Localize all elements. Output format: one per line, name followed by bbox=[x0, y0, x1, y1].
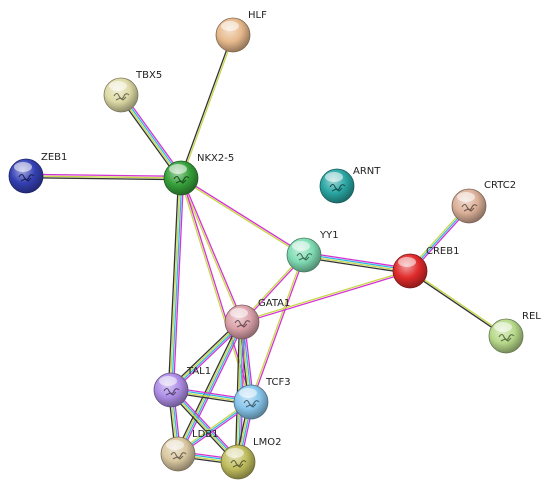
node-label: TCF3 bbox=[265, 377, 291, 388]
node-label: NKX2-5 bbox=[197, 153, 234, 164]
node-gata1[interactable]: GATA1 bbox=[224, 298, 290, 340]
edge-line-experimental bbox=[242, 271, 411, 324]
edge-gata1-ldb1[interactable] bbox=[175, 320, 245, 456]
protein-structure-icon bbox=[173, 175, 190, 184]
node-highlight bbox=[239, 388, 257, 398]
node-highlight bbox=[457, 192, 475, 202]
node-highlight bbox=[230, 308, 248, 318]
protein-structure-icon bbox=[498, 333, 515, 342]
node-highlight bbox=[109, 81, 127, 91]
node-creb1[interactable]: CREB1 bbox=[392, 246, 459, 289]
node-hlf[interactable]: HLF bbox=[215, 10, 267, 53]
node-label: LDB1 bbox=[192, 429, 219, 440]
node-highlight bbox=[226, 448, 244, 458]
edge-creb1-gata1[interactable] bbox=[241, 269, 411, 324]
edge-zeb1-nkx2-5[interactable] bbox=[25, 173, 182, 181]
edge-line-experimental bbox=[181, 176, 305, 255]
edge-line-coexpression bbox=[409, 271, 506, 338]
node-label: REL bbox=[522, 311, 541, 322]
node-label: HLF bbox=[248, 10, 267, 21]
node-highlight bbox=[169, 164, 187, 174]
node-nkx2-5[interactable]: NKX2-5 bbox=[163, 153, 234, 196]
edge-line-text-mining bbox=[181, 35, 235, 179]
edge-line-database bbox=[304, 253, 411, 271]
edge-line-text-mining bbox=[249, 254, 304, 402]
node-highlight bbox=[14, 162, 32, 172]
protein-structure-icon bbox=[230, 459, 247, 468]
node-highlight bbox=[221, 21, 239, 31]
edge-line-experimental bbox=[304, 251, 411, 270]
node-highlight bbox=[166, 440, 184, 450]
edge-line-experimental bbox=[26, 173, 182, 177]
protein-structure-icon bbox=[113, 92, 130, 101]
edge-line-text-mining bbox=[241, 269, 410, 322]
node-highlight bbox=[494, 322, 512, 332]
edge-hlf-nkx2-5[interactable] bbox=[179, 34, 235, 179]
node-label: TBX5 bbox=[135, 70, 162, 81]
protein-structure-icon bbox=[296, 252, 313, 261]
node-tal1[interactable]: TAL1 bbox=[153, 366, 211, 408]
node-yy1[interactable]: YY1 bbox=[286, 230, 339, 273]
edge-yy1-tcf3[interactable] bbox=[249, 254, 306, 403]
node-highlight bbox=[398, 257, 416, 267]
edge-line-coexpression bbox=[179, 34, 233, 178]
edge-line-coexpression bbox=[175, 320, 241, 454]
edge-line-experimental bbox=[251, 255, 306, 403]
edge-nkx2-5-gata1[interactable] bbox=[179, 177, 244, 323]
edge-line-experimental bbox=[181, 177, 244, 322]
edge-line-database bbox=[178, 322, 244, 455]
node-label: ARNT bbox=[353, 166, 381, 177]
node-label: GATA1 bbox=[258, 298, 290, 309]
node-label: YY1 bbox=[319, 230, 339, 241]
edge-line-text-mining bbox=[179, 178, 242, 323]
node-zeb1[interactable]: ZEB1 bbox=[8, 152, 67, 194]
protein-structure-icon bbox=[18, 173, 35, 182]
edge-creb1-rel[interactable] bbox=[409, 269, 507, 338]
edge-line-text-mining bbox=[180, 178, 304, 257]
node-label: LMO2 bbox=[253, 437, 281, 448]
protein-structure-icon bbox=[461, 203, 478, 212]
edge-line-experimental bbox=[179, 322, 245, 456]
edge-line-database bbox=[171, 178, 183, 391]
node-rel[interactable]: REL bbox=[488, 311, 541, 354]
edge-line-coexpression bbox=[25, 177, 181, 181]
node-highlight bbox=[325, 172, 343, 182]
edge-yy1-creb1[interactable] bbox=[303, 251, 411, 275]
protein-structure-icon bbox=[163, 387, 180, 396]
edge-line-coexpression bbox=[167, 177, 180, 390]
edge-line-text-mining bbox=[169, 177, 181, 390]
node-tcf3[interactable]: TCF3 bbox=[233, 377, 291, 420]
edge-line-text-mining bbox=[303, 255, 410, 273]
node-highlight bbox=[159, 376, 177, 386]
edge-line-text-mining bbox=[410, 269, 507, 336]
node-label: CRTC2 bbox=[484, 180, 516, 191]
node-label: TAL1 bbox=[186, 366, 211, 377]
node-crtc2[interactable]: CRTC2 bbox=[451, 180, 516, 224]
edge-nkx2-5-yy1[interactable] bbox=[180, 176, 305, 257]
edge-line-coexpression bbox=[303, 256, 410, 275]
edge-line-text-mining bbox=[176, 321, 242, 454]
protein-structure-icon bbox=[234, 319, 251, 328]
node-highlight bbox=[292, 241, 310, 251]
node-label: CREB1 bbox=[426, 246, 459, 257]
protein-structure-icon bbox=[329, 183, 346, 192]
protein-structure-icon bbox=[243, 399, 260, 408]
protein-structure-icon bbox=[170, 451, 187, 460]
node-ldb1[interactable]: LDB1 bbox=[160, 429, 219, 472]
edge-line-text-mining bbox=[25, 175, 182, 179]
node-tbx5[interactable]: TBX5 bbox=[103, 70, 162, 113]
edge-line-experimental bbox=[172, 178, 185, 391]
node-arnt[interactable]: ARNT bbox=[319, 166, 381, 204]
node-lmo2[interactable]: LMO2 bbox=[220, 437, 281, 480]
edge-nkx2-5-tal1[interactable] bbox=[167, 177, 185, 391]
node-label: ZEB1 bbox=[41, 152, 67, 163]
